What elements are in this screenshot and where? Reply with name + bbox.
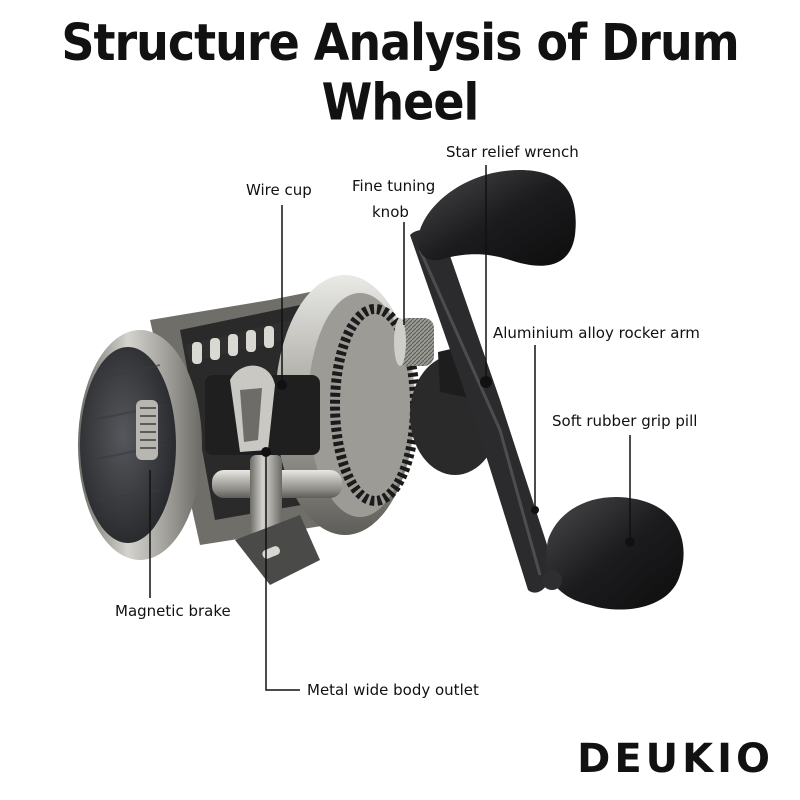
carbon-side-plate <box>80 347 176 543</box>
upper-grip-knob <box>418 170 576 266</box>
label-fine-tuning-line1: Fine tuning <box>352 177 436 195</box>
page-title: Structure Analysis of Drum Wheel <box>61 12 739 132</box>
wire-cup <box>205 365 320 455</box>
reel-body <box>78 170 684 610</box>
frame-ridges <box>185 318 305 364</box>
label-fine-tuning-line2: knob <box>372 203 409 221</box>
label-metal-wide-body-outlet: Metal wide body outlet <box>307 681 479 699</box>
label-star-relief-wrench: Star relief wrench <box>446 143 579 161</box>
fine-tuning-knob <box>394 318 434 366</box>
brand-logo: DEUKIO <box>577 736 774 782</box>
label-aluminium-rocker-arm: Aluminium alloy rocker arm <box>493 324 700 342</box>
rocker-arm <box>410 230 553 593</box>
label-wire-cup: Wire cup <box>246 181 312 199</box>
magnetic-brake-dial <box>136 400 158 460</box>
callout-lines <box>149 165 631 691</box>
lower-grip-knob <box>546 496 684 610</box>
label-soft-rubber-grip: Soft rubber grip pill <box>552 412 698 430</box>
callout-line-metal-outlet <box>265 452 300 691</box>
label-magnetic-brake: Magnetic brake <box>115 602 231 620</box>
